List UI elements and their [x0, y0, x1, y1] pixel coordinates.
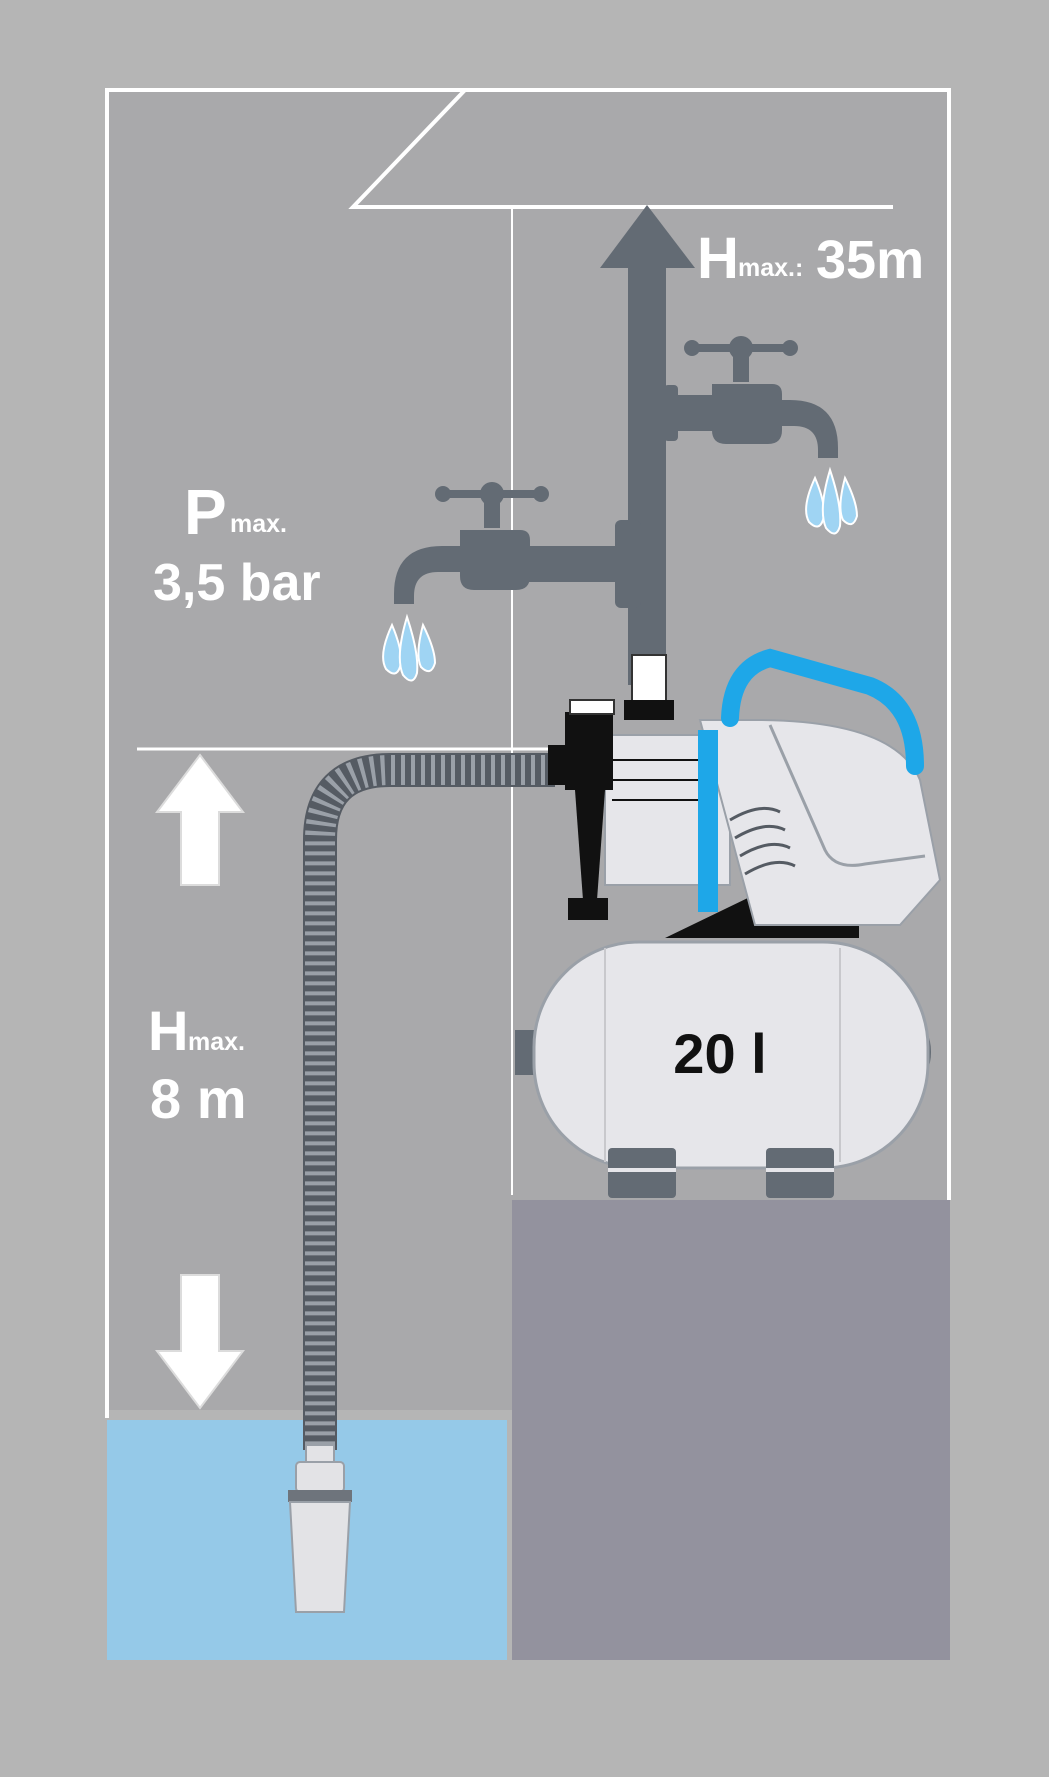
suction-max-label: H max. 8 m — [148, 999, 247, 1130]
head-max-letter: H — [697, 226, 739, 291]
pressure-max-value: 3,5 bar — [153, 554, 321, 612]
tap-icon — [394, 482, 549, 604]
tank-volume-label: 20 l — [673, 1022, 766, 1085]
head-max-value: 35m — [816, 230, 924, 290]
water-drop-icon — [382, 613, 437, 682]
tap-icon — [684, 336, 838, 458]
room-outline — [105, 88, 951, 1418]
water-drop-icon — [805, 466, 859, 535]
suction-hose-icon — [303, 753, 555, 1450]
pressure-max-letter: P — [184, 476, 227, 548]
pressure-tank-icon — [515, 940, 931, 1198]
pressure-max-subscript: max. — [230, 510, 287, 538]
pedestal — [512, 1200, 950, 1660]
suction-max-letter: H — [148, 999, 188, 1062]
head-max-label: H max.: 35m — [697, 226, 924, 291]
suction-max-subscript: max. — [188, 1028, 245, 1056]
pressure-max-label: P max. 3,5 bar — [153, 476, 321, 612]
jet-pump-icon — [548, 648, 942, 938]
foot-valve-icon — [288, 1444, 352, 1613]
suction-max-value: 8 m — [150, 1067, 247, 1130]
down-arrow-icon — [154, 1274, 246, 1410]
head-max-subscript: max.: — [738, 254, 803, 282]
up-arrow-icon — [154, 753, 246, 886]
